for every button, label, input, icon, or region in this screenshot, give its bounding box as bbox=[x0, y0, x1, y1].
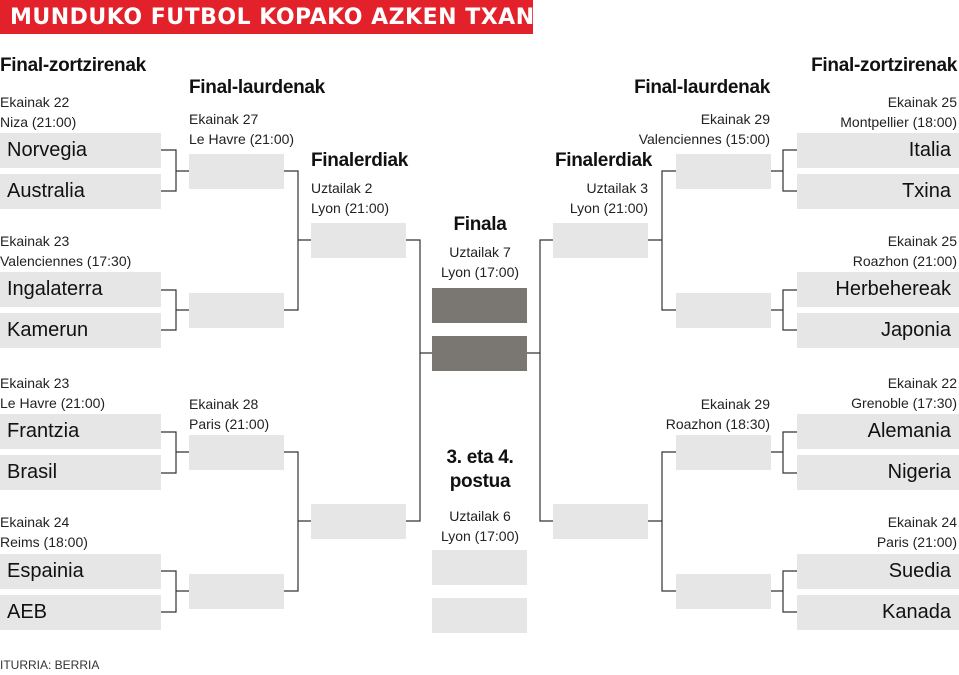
quarterfinal-slot-left-2 bbox=[189, 293, 284, 328]
match-date: Ekainak 22 bbox=[887, 375, 957, 391]
match-date: Ekainak 25 bbox=[887, 233, 957, 249]
semifinal-slot-right-2 bbox=[553, 504, 648, 539]
source-credit: ITURRIA: BERRIA bbox=[0, 658, 100, 672]
heading-quarterfinals-right: Final-laurdenak bbox=[634, 77, 770, 98]
match-info-final: Uztailak 7 Lyon (17:00) bbox=[430, 242, 530, 282]
match-info-right-qf-2: Ekainak 29 Roazhon (18:30) bbox=[666, 394, 770, 434]
match-info-right-r16-3: Ekainak 22 Grenoble (17:30) bbox=[851, 373, 957, 413]
team-slot-kamerun: Kamerun bbox=[0, 313, 161, 348]
match-venue: Lyon (17:00) bbox=[440, 264, 520, 280]
team-slot-italia: Italia bbox=[797, 133, 959, 168]
match-date: Ekainak 22 bbox=[0, 94, 70, 110]
match-venue: Lyon (21:00) bbox=[569, 200, 648, 216]
match-date: Ekainak 27 bbox=[189, 111, 259, 127]
team-slot-suedia: Suedia bbox=[797, 554, 959, 589]
quarterfinal-slot-right-2 bbox=[676, 293, 771, 328]
heading-third-place: 3. eta 4. postua bbox=[430, 446, 530, 494]
match-date: Ekainak 28 bbox=[189, 396, 259, 412]
team-slot-herbehereak: Herbehereak bbox=[797, 272, 959, 307]
match-date: Ekainak 25 bbox=[887, 94, 957, 110]
match-venue: Reims (18:00) bbox=[0, 534, 88, 550]
third-place-slot-1 bbox=[432, 550, 527, 585]
match-venue: Roazhon (18:30) bbox=[665, 416, 770, 432]
quarterfinal-slot-left-4 bbox=[189, 574, 284, 609]
match-info-right-sf: Uztailak 3 Lyon (21:00) bbox=[570, 178, 648, 218]
quarterfinal-slot-right-1 bbox=[676, 154, 771, 189]
team-slot-espainia: Espainia bbox=[0, 554, 161, 589]
match-venue: Valenciennes (15:00) bbox=[638, 131, 770, 147]
match-date: Ekainak 29 bbox=[700, 111, 770, 127]
team-slot-norvegia: Norvegia bbox=[0, 133, 161, 168]
match-date: Ekainak 24 bbox=[0, 514, 70, 530]
heading-quarterfinals-left: Final-laurdenak bbox=[189, 77, 325, 98]
match-info-left-qf-2: Ekainak 28 Paris (21:00) bbox=[189, 394, 269, 434]
match-venue: Le Havre (21:00) bbox=[0, 395, 106, 411]
team-slot-brasil: Brasil bbox=[0, 455, 161, 490]
match-info-left-sf: Uztailak 2 Lyon (21:00) bbox=[311, 178, 389, 218]
match-info-right-r16-1: Ekainak 25 Montpellier (18:00) bbox=[840, 92, 957, 132]
match-info-right-qf-1: Ekainak 29 Valenciennes (15:00) bbox=[639, 109, 770, 149]
match-venue: Lyon (21:00) bbox=[311, 200, 390, 216]
heading-semifinals-right: Finalerdiak bbox=[554, 150, 652, 171]
match-info-left-r16-4: Ekainak 24 Reims (18:00) bbox=[0, 512, 88, 552]
heading-third-place-line2: postua bbox=[449, 471, 511, 492]
match-date: Uztailak 7 bbox=[449, 244, 511, 260]
match-info-left-r16-3: Ekainak 23 Le Havre (21:00) bbox=[0, 373, 105, 413]
heading-round-of-16-right: Final-zortzirenak bbox=[811, 55, 957, 76]
team-slot-aeb: AEB bbox=[0, 595, 161, 630]
match-info-third-place: Uztailak 6 Lyon (17:00) bbox=[430, 506, 530, 546]
match-date: Ekainak 23 bbox=[0, 375, 70, 391]
match-venue: Roazhon (21:00) bbox=[852, 253, 957, 269]
third-place-slot-2 bbox=[432, 598, 527, 633]
semifinal-slot-left-2 bbox=[311, 504, 406, 539]
semifinal-slot-left-1 bbox=[311, 223, 406, 258]
team-slot-japonia: Japonia bbox=[797, 313, 959, 348]
match-venue: Le Havre (21:00) bbox=[189, 131, 295, 147]
team-slot-nigeria: Nigeria bbox=[797, 455, 959, 490]
final-slot-1 bbox=[432, 288, 527, 323]
match-date: Uztailak 3 bbox=[586, 180, 648, 196]
match-venue: Paris (21:00) bbox=[189, 416, 270, 432]
quarterfinal-slot-left-3 bbox=[189, 435, 284, 470]
heading-round-of-16-left: Final-zortzirenak bbox=[0, 55, 146, 76]
team-slot-alemania: Alemania bbox=[797, 414, 959, 449]
team-slot-frantzia: Frantzia bbox=[0, 414, 161, 449]
team-slot-australia: Australia bbox=[0, 174, 161, 209]
heading-final: Finala bbox=[453, 214, 507, 235]
page-title: MUNDUKO FUTBOL KOPAKO AZKEN TXANPA bbox=[10, 5, 567, 30]
match-venue: Valenciennes (17:30) bbox=[0, 253, 132, 269]
match-date: Ekainak 29 bbox=[700, 396, 770, 412]
match-info-left-r16-2: Ekainak 23 Valenciennes (17:30) bbox=[0, 231, 131, 271]
team-slot-txina: Txina bbox=[797, 174, 959, 209]
match-info-right-r16-2: Ekainak 25 Roazhon (21:00) bbox=[853, 231, 957, 271]
team-slot-ingalaterra: Ingalaterra bbox=[0, 272, 161, 307]
match-venue: Grenoble (17:30) bbox=[851, 395, 957, 411]
quarterfinal-slot-right-3 bbox=[676, 435, 771, 470]
quarterfinal-slot-left-1 bbox=[189, 154, 284, 189]
match-venue: Lyon (17:00) bbox=[440, 528, 520, 544]
match-venue: Montpellier (18:00) bbox=[840, 114, 957, 130]
heading-semifinals-left: Finalerdiak bbox=[311, 150, 409, 171]
match-info-right-r16-4: Ekainak 24 Paris (21:00) bbox=[877, 512, 957, 552]
match-info-left-qf-1: Ekainak 27 Le Havre (21:00) bbox=[189, 109, 294, 149]
match-date: Uztailak 6 bbox=[449, 508, 511, 524]
match-venue: Paris (21:00) bbox=[876, 534, 957, 550]
match-venue: Niza (21:00) bbox=[0, 114, 77, 130]
match-date: Ekainak 23 bbox=[0, 233, 70, 249]
heading-third-place-line1: 3. eta 4. bbox=[446, 447, 514, 468]
team-slot-kanada: Kanada bbox=[797, 595, 959, 630]
match-date: Ekainak 24 bbox=[887, 514, 957, 530]
semifinal-slot-right-1 bbox=[553, 223, 648, 258]
final-slot-2 bbox=[432, 336, 527, 371]
match-info-left-r16-1: Ekainak 22 Niza (21:00) bbox=[0, 92, 76, 132]
quarterfinal-slot-right-4 bbox=[676, 574, 771, 609]
title-bar: MUNDUKO FUTBOL KOPAKO AZKEN TXANPA bbox=[0, 0, 566, 34]
match-date: Uztailak 2 bbox=[311, 180, 373, 196]
